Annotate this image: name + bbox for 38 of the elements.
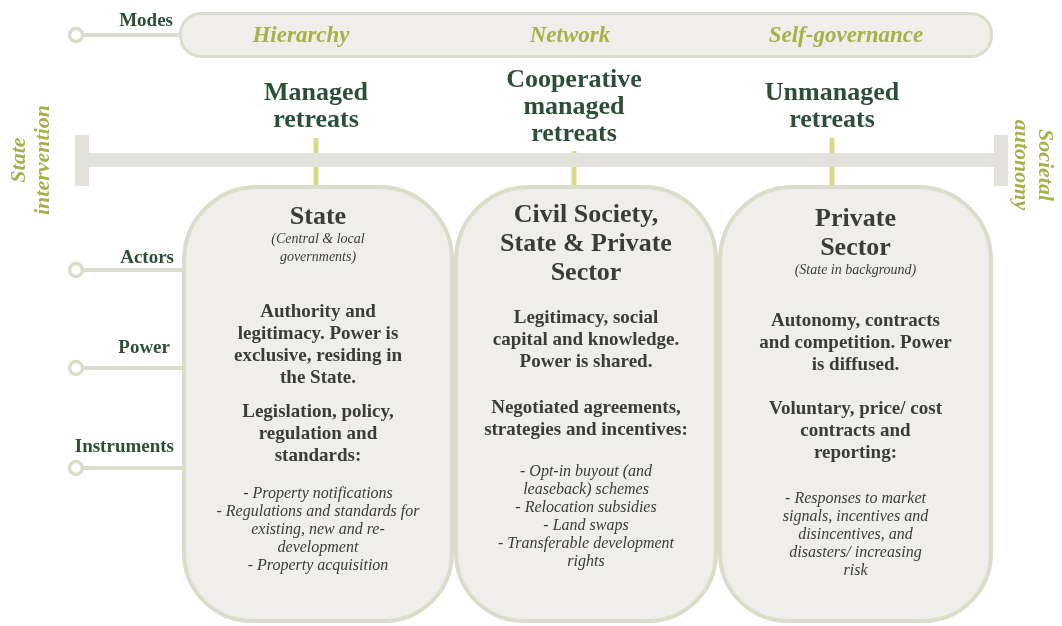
connector-line [67,459,183,477]
retreat-heading: Unmanaged retreats [763,78,901,132]
list-item: - Property notifications [242,484,394,502]
mode-label: Network [529,22,611,48]
list-item: - Relocation subsidies [514,498,658,516]
list-item: - Responses to market signals, incentives and disincentives, and disasters/ increasing risk [781,489,930,579]
card-text: Voluntary, price/ cost contracts and reporting: [768,397,943,463]
card-text: Legislation, policy, regulation and standards: [241,400,395,466]
card-subtitle: (Central & local governments) [270,230,366,266]
connector-line [67,261,183,279]
connector-line [67,359,183,377]
card-text: Legitimacy, social capital and knowledge. Power is shared. [491,306,681,372]
mode-label: Hierarchy [252,22,350,48]
card-subtitle: (State in background) [793,261,918,279]
mode-label: Self-governance [768,22,924,48]
card-title: Private Sector [814,203,897,261]
mode-band [179,12,993,58]
category-card [182,185,454,623]
card-title: Civil Society, State & Private Sector [499,199,673,286]
list-item: - Property acquisition [246,556,390,574]
card-text: Negotiated agreements, strategies and incentives: [483,396,689,440]
row-label: Modes [119,9,173,31]
row-label: Actors [120,246,174,268]
category-card [718,185,993,623]
list-item: - Land swaps [542,516,630,534]
row-label: Power [118,336,170,358]
row-label: Instruments [74,435,174,457]
retreat-heading: Managed retreats [263,78,369,132]
axis-end-label: State intervention [6,104,54,217]
list-item: - Opt-in buyout (and leaseback) schemes [519,462,653,498]
card-title: State [288,201,348,230]
card-text: Authority and legitimacy. Power is exclusive, residing in the State. [233,300,403,388]
card-text: Autonomy, contracts and competition. Power is diffused. [758,309,953,375]
retreat-heading: Cooperative managed retreats [505,65,643,146]
list-item: - Transferable development rights [497,534,675,570]
list-item: - Regulations and standards for existing, new and re-development [215,502,421,556]
connector-line [67,26,180,44]
axis-end-label: Societal autonomy [1010,118,1058,213]
